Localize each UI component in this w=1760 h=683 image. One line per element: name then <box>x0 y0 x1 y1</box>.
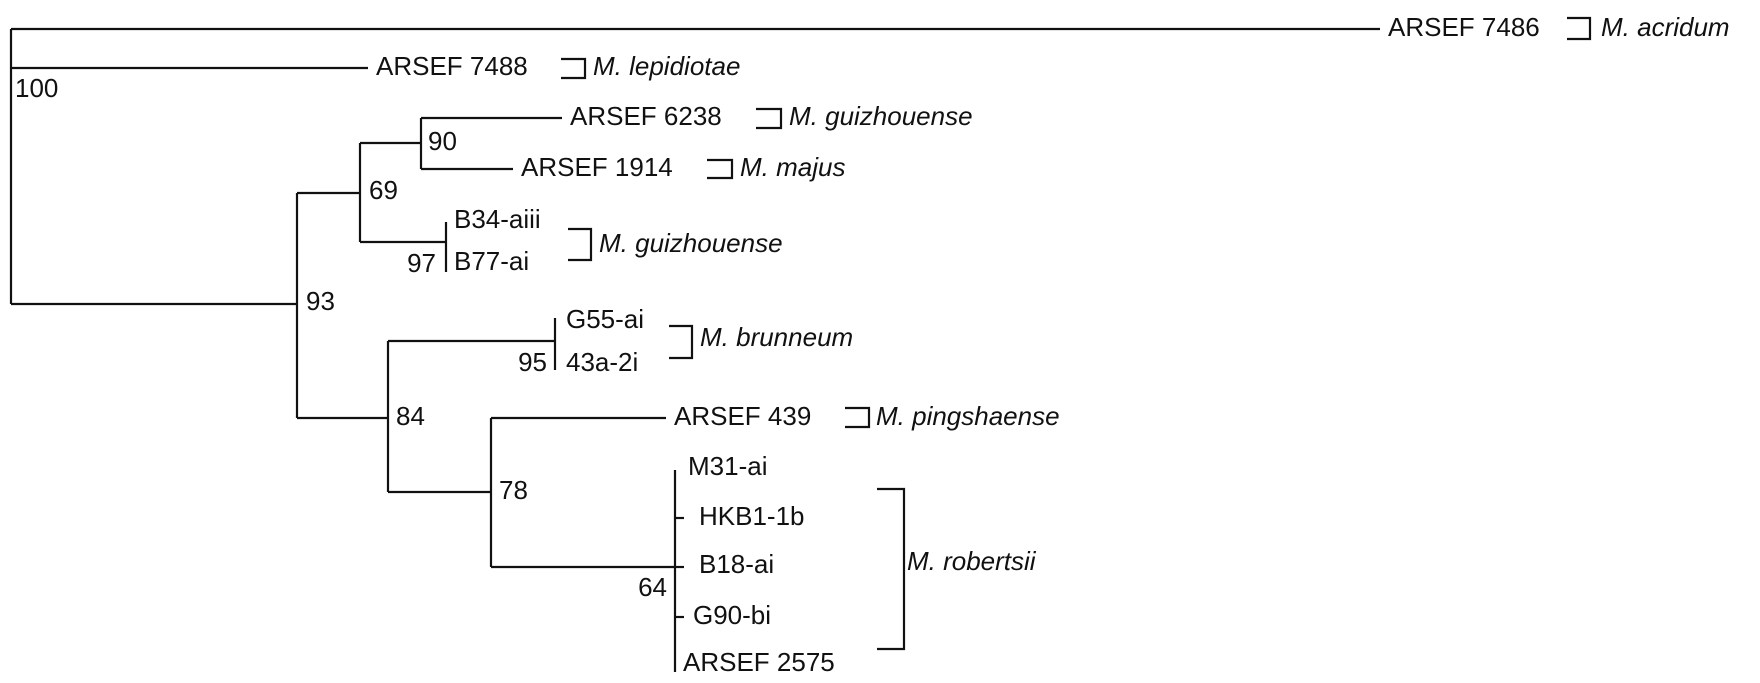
bootstrap-value: 64 <box>638 572 667 602</box>
species-label: M. guizhouense <box>789 101 973 131</box>
bootstrap-value: 93 <box>306 286 335 316</box>
group-label-robertsii: M. robertsii <box>907 546 1037 576</box>
bracket-robertsii <box>877 487 906 651</box>
taxon-label: B18-ai <box>699 549 774 579</box>
taxon-label: ARSEF 439 <box>674 401 811 431</box>
bracket-lepidiotae <box>561 57 587 80</box>
bootstrap-value: 97 <box>407 248 436 278</box>
bracket-acridum <box>1567 16 1592 41</box>
bracket-guizhouense-group <box>568 227 593 262</box>
group-label-brunneum: M. brunneum <box>700 322 853 352</box>
taxon-label: ARSEF 6238 <box>570 101 722 131</box>
taxon-label: G90-bi <box>693 600 771 630</box>
taxon-label: B34-aiii <box>454 204 541 234</box>
bootstrap-value: 78 <box>499 475 528 505</box>
taxon-label: G55-ai <box>566 304 644 334</box>
bootstrap-value: 84 <box>396 401 425 431</box>
taxon-label: ARSEF 2575 <box>683 647 835 677</box>
taxon-label: ARSEF 1914 <box>521 152 673 182</box>
bracket-brunneum <box>669 324 694 360</box>
bracket-guizhouense-6238 <box>756 107 783 130</box>
taxon-label: ARSEF 7486 <box>1388 12 1540 42</box>
taxon-label: ARSEF 7488 <box>376 51 528 81</box>
taxon-label: 43a-2i <box>566 347 638 377</box>
bootstrap-value: 69 <box>369 175 398 205</box>
taxon-label: M31-ai <box>688 451 767 481</box>
bootstrap-value: 100 <box>15 73 58 103</box>
species-label: M. lepidiotae <box>593 51 740 81</box>
taxon-label: HKB1-1b <box>699 501 805 531</box>
bracket-majus <box>707 158 734 180</box>
bootstrap-value: 90 <box>428 126 457 156</box>
species-label: M. acridum <box>1601 12 1730 42</box>
species-label: M. pingshaense <box>876 401 1060 431</box>
species-label: M. majus <box>740 152 845 182</box>
taxon-label: B77-ai <box>454 246 529 276</box>
bootstrap-value: 95 <box>518 347 547 377</box>
group-label-guizhouense: M. guizhouense <box>599 228 783 258</box>
bracket-pingshaense <box>845 406 871 429</box>
